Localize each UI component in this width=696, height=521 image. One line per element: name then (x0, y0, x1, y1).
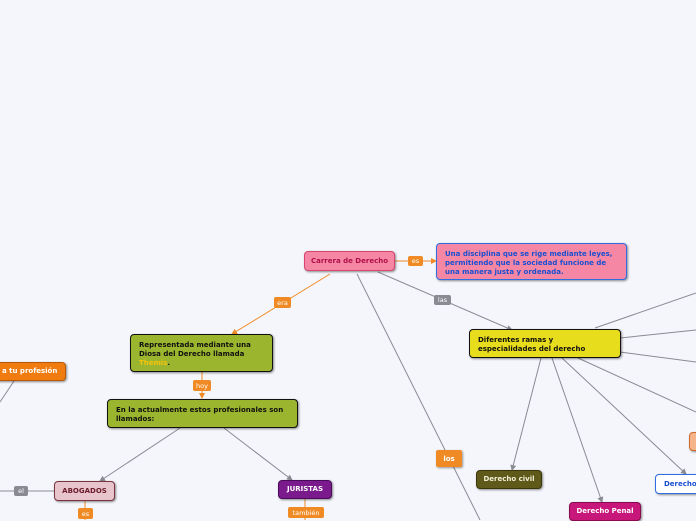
node-carrera-de-derecho[interactable]: Carrera de Derecho (304, 251, 395, 271)
node-derecho-penal[interactable]: Derecho Penal (569, 502, 641, 521)
link-ramas-right-1 (594, 292, 696, 329)
label-hoy: hoy (193, 380, 211, 391)
node-derecho-partial[interactable]: Derecho (655, 474, 696, 494)
representada-text: Representada mediante una Diosa del Dere… (139, 341, 251, 367)
link-ramas-right-4 (577, 357, 696, 413)
link-ramas-right-2 (619, 329, 696, 339)
link-profesion-left (0, 380, 15, 403)
label-es-abogados: es (78, 508, 93, 519)
link-ramas-civil (510, 357, 542, 471)
link-ramas-derecho (561, 357, 687, 475)
label-era: era (274, 297, 291, 308)
themis-highlight: Themis (139, 358, 168, 367)
link-actualmente-juristas (223, 427, 293, 481)
link-actualmente-abogados (99, 427, 181, 482)
node-ramas-del-derecho[interactable]: Diferentes ramas y especialidades del de… (469, 329, 621, 358)
node-juristas[interactable]: JURISTAS (278, 480, 332, 499)
label-es: es (408, 256, 423, 266)
node-derecho-civil[interactable]: Derecho civil (476, 470, 542, 489)
label-tambien: también (288, 507, 324, 518)
node-disciplina[interactable]: Una disciplina que se rige mediante leye… (436, 243, 627, 280)
node-actualmente-profesionales[interactable]: En la actualmente estos profesionales so… (107, 399, 298, 428)
link-ramas-penal (551, 357, 604, 503)
link-carrera-los (356, 273, 481, 520)
node-a-tu-profesion[interactable]: a tu profesión (0, 362, 66, 381)
label-el: el (14, 486, 28, 496)
node-representada-themis[interactable]: Representada mediante una Diosa del Dere… (130, 334, 273, 372)
node-partial-right-edge[interactable] (689, 432, 696, 451)
label-las: las (434, 295, 451, 305)
node-abogados[interactable]: ABOGADOS (54, 481, 115, 501)
link-ramas-right-3 (619, 351, 696, 363)
label-los: los (436, 450, 462, 467)
